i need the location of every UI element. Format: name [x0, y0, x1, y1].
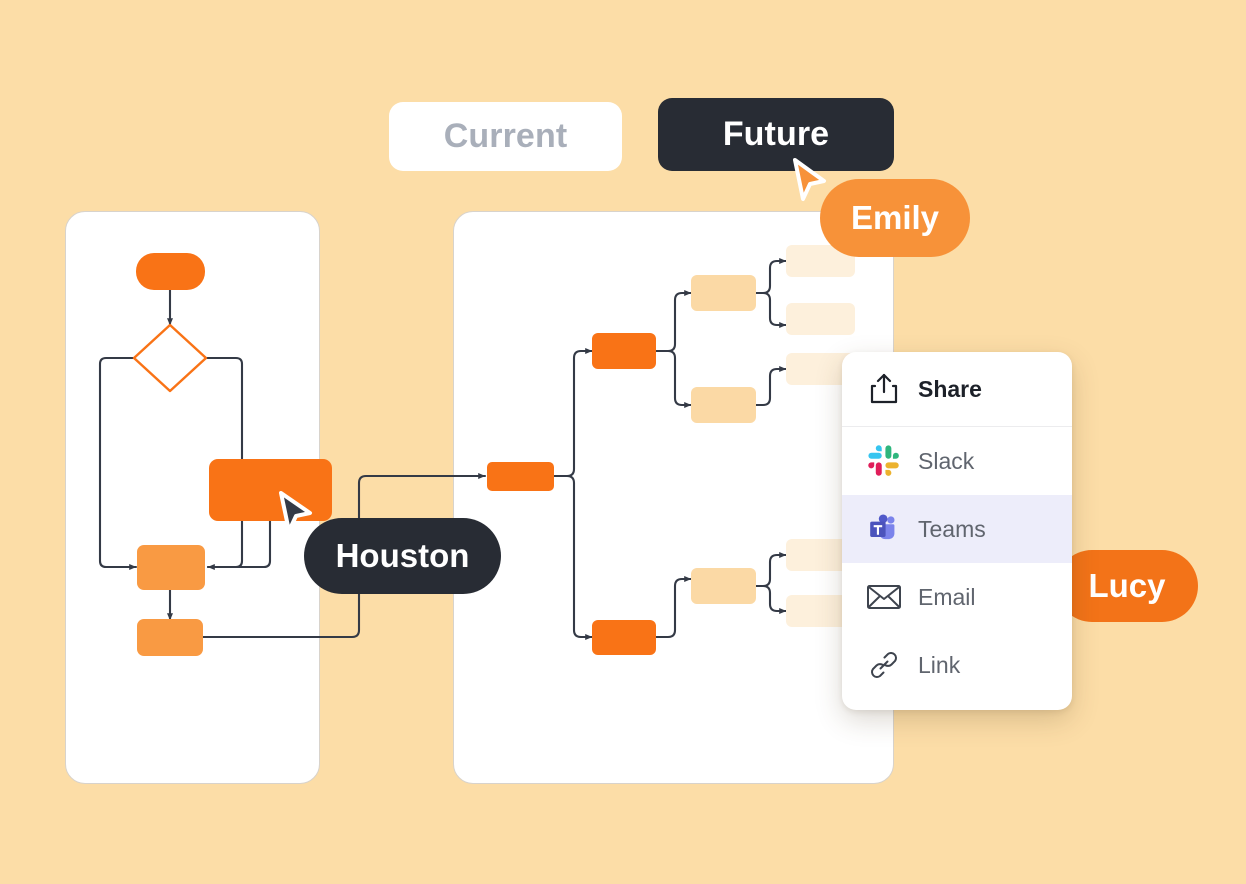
share-option-link[interactable]: Link: [842, 631, 1072, 699]
cursor-label-houston: Houston: [304, 518, 501, 594]
envelope-icon: [864, 577, 904, 617]
cursor-label-lucy: Lucy: [1056, 550, 1198, 622]
share-upload-icon: [864, 369, 904, 409]
cursor-pointer-icon: [279, 491, 312, 533]
link-chain-icon: [864, 645, 904, 685]
cursor-label-emily: Emily: [820, 179, 970, 257]
tab-current[interactable]: Current: [389, 102, 622, 171]
slack-icon: [864, 441, 904, 481]
share-option-label: Teams: [918, 515, 986, 542]
cursor-pointer-icon: [793, 158, 826, 201]
share-option-label: Link: [918, 651, 961, 678]
tab-future[interactable]: Future: [658, 98, 894, 171]
share-menu[interactable]: Share Slack: [842, 352, 1072, 710]
share-option-teams[interactable]: Teams: [842, 495, 1072, 563]
share-option-email[interactable]: Email: [842, 563, 1072, 631]
share-menu-header: Share: [842, 352, 1072, 427]
future-diagram-panel[interactable]: [453, 211, 894, 784]
share-option-label: Slack: [918, 447, 975, 474]
microsoft-teams-icon: [864, 509, 904, 549]
share-option-label: Email: [918, 583, 976, 610]
share-option-slack[interactable]: Slack: [842, 427, 1072, 495]
share-menu-title: Share: [918, 375, 982, 402]
